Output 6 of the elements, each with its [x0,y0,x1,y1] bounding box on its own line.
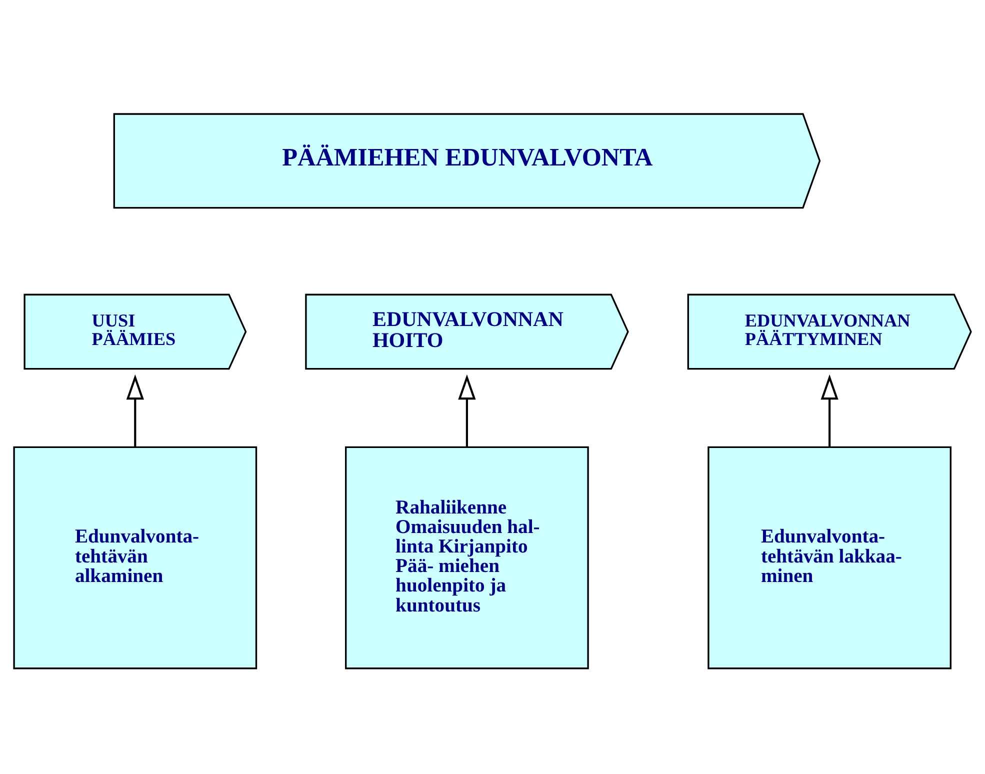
arrow [126,374,144,447]
node-box: Rahaliikenne Omaisuuden hal- linta Kirjanpito Pää- miehen huolenpito ja kuntoutus [345,446,589,670]
arrow [820,374,838,447]
arrow [458,374,476,447]
node-box: Edunvalvonta- tehtävän alkaminen [13,446,258,670]
node-box: Edunvalvonta- tehtävän lakkaa- minen [708,446,952,670]
